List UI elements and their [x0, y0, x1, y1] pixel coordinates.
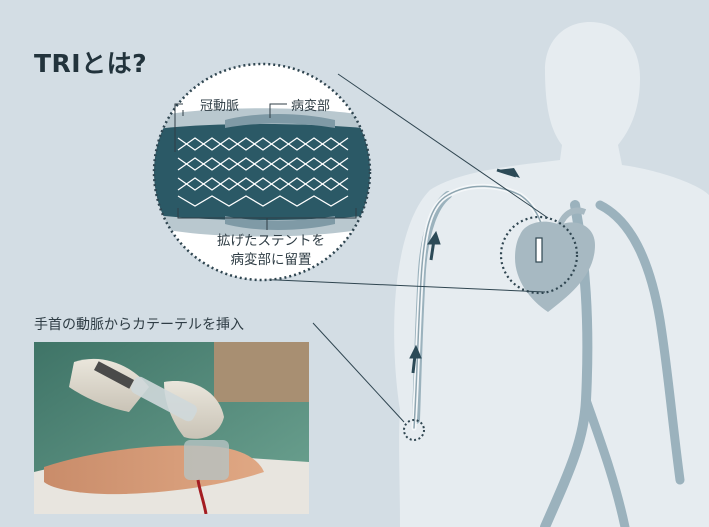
- artery-cross-section: [150, 108, 380, 236]
- wrist-connector: [313, 323, 404, 422]
- stent-caption: 拡げたステントを 病変部に留置: [196, 232, 346, 270]
- procedure-photo-illustration: [34, 342, 309, 514]
- wrist-caption: 手首の動脈からカテーテルを挿入: [34, 314, 244, 334]
- lesion-label: 病変部: [291, 95, 330, 114]
- stent-caption-line1: 拡げたステントを: [196, 232, 346, 251]
- procedure-photo: [34, 342, 309, 514]
- heart-stent-marker: [536, 238, 542, 262]
- page-title: TRIとは?: [34, 44, 147, 80]
- stent-caption-line2: 病変部に留置: [196, 251, 346, 270]
- coronary-artery-label: 冠動脈: [200, 95, 239, 114]
